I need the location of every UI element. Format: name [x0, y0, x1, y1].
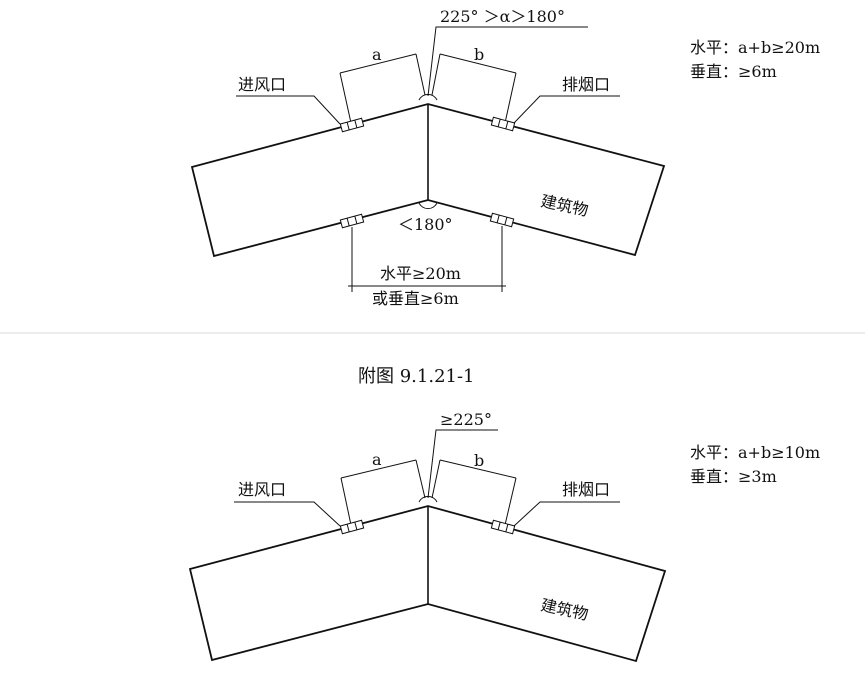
outlet-label-1: 排烟口	[562, 75, 610, 94]
bottom-angle-label-1: ＜180°	[398, 215, 453, 234]
dim-a-ext-left-2	[340, 477, 352, 526]
outlet-leader-2	[513, 501, 620, 527]
outlet-leader-1	[513, 95, 620, 124]
dist-label-line2-1: 或垂直≥6m	[372, 289, 459, 308]
top-angle-label-2: ≥225°	[440, 410, 492, 429]
dim-b-ext-right-2	[504, 477, 517, 526]
dim-b-line-2	[439, 459, 517, 479]
dim-b-ext-right-1	[504, 72, 517, 124]
note-vertical-1: 垂直：≥6m	[690, 62, 777, 81]
dim-b-ext-left-2	[431, 459, 441, 499]
dim-b-ext-left-1	[431, 53, 441, 96]
top-angle-leader-2	[427, 429, 498, 499]
dim-a-ext-right-1	[415, 53, 426, 96]
inlet-vent-top-1	[339, 117, 365, 133]
outlet-vent-top-2	[490, 519, 516, 535]
note-horizontal-2: 水平：a+b≥10m	[690, 443, 820, 462]
dim-a-ext-right-2	[415, 459, 426, 499]
dim-b-line-1	[439, 53, 517, 74]
dim-a-line-2	[340, 459, 417, 479]
note-vertical-2: 垂直：≥3m	[690, 467, 777, 486]
inlet-leader-1	[236, 95, 341, 125]
dim-b-label-1: b	[474, 45, 484, 64]
outlet-vent-bottom-1	[489, 212, 515, 228]
top-angle-leader-1	[427, 26, 588, 97]
inlet-label-2: 进风口	[238, 480, 286, 499]
figure-2: ≥225° a b 进风口 排烟口 建筑物 水平：a+b≥10m 垂	[188, 410, 820, 663]
dist-label-line1-1: 水平≥20m	[380, 264, 461, 283]
bottom-angle-arc-1	[418, 202, 438, 210]
inlet-vent-bottom-1	[339, 213, 365, 229]
dim-a-label-2: a	[372, 450, 382, 469]
inlet-leader-2	[234, 501, 341, 527]
inlet-vent-top-2	[339, 519, 365, 535]
inlet-label-1: 进风口	[238, 75, 286, 94]
dim-a-line-1	[339, 53, 417, 74]
dim-a-ext-left-1	[339, 72, 352, 124]
figure-1: 225° ＞α＞180° ＜180° a b 进风口 排烟口	[190, 7, 820, 308]
outlet-vent-top-1	[490, 116, 516, 132]
note-horizontal-1: 水平：a+b≥20m	[690, 38, 820, 57]
dim-b-label-2: b	[474, 451, 484, 470]
dim-a-label-1: a	[372, 45, 382, 64]
outlet-label-2: 排烟口	[562, 480, 610, 499]
top-angle-label-1: 225° ＞α＞180°	[440, 7, 565, 26]
figure-caption: 附图 9.1.21-1	[358, 366, 475, 387]
